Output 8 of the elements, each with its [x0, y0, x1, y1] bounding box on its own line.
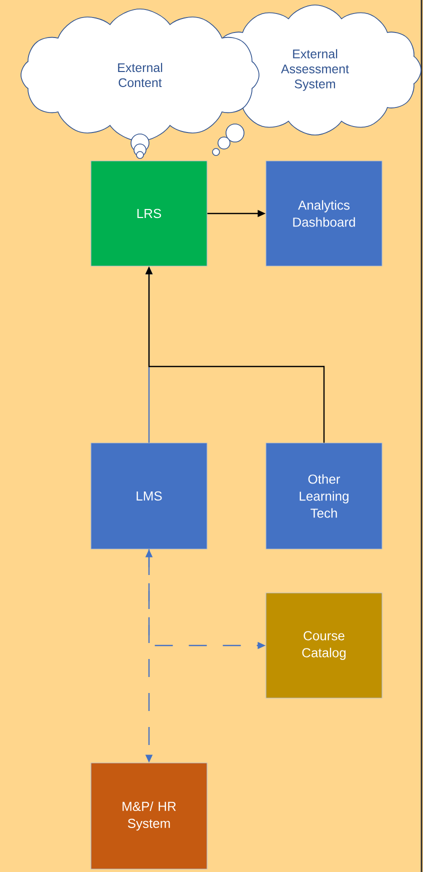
- system-box: Course Catalog: [266, 592, 382, 698]
- system-box: M&P/ HR System: [90, 762, 208, 870]
- system-box: Analytics Dashboard: [266, 160, 382, 266]
- thought-cloud: External Content: [20, 8, 260, 159]
- node-label: External Assessment System: [280, 49, 349, 91]
- system-box: LMS: [90, 442, 208, 550]
- system-box: Other Learning Tech: [266, 442, 382, 550]
- system-box: LRS: [90, 160, 208, 266]
